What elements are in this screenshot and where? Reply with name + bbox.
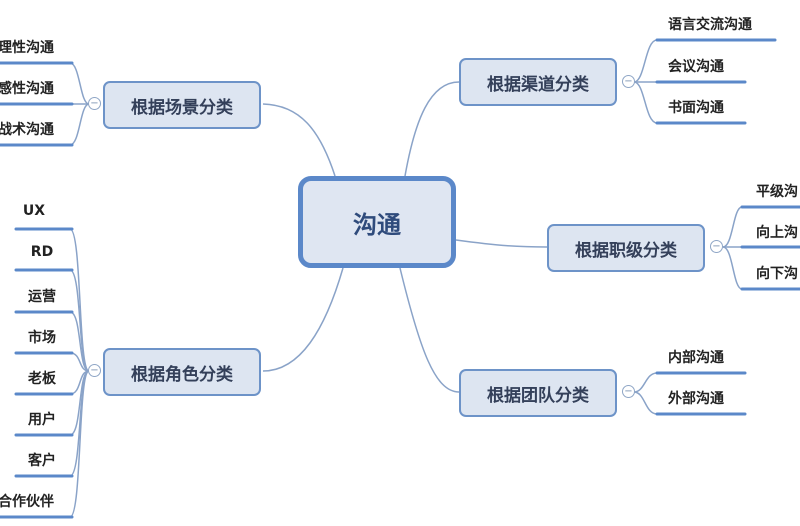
leaf-node[interactable]: 向上沟 (756, 225, 798, 241)
leaf-node[interactable]: 市场 (28, 330, 56, 346)
branch-channel[interactable]: 根据渠道分类 (459, 58, 617, 106)
collapse-toggle-rank[interactable]: − (710, 240, 723, 253)
leaf-node[interactable]: 合作伙伴 (0, 494, 54, 510)
leaf-node[interactable]: 语言交流沟通 (668, 17, 752, 33)
branch-role[interactable]: 根据角色分类 (103, 348, 261, 396)
leaf-node[interactable]: 会议沟通 (668, 59, 724, 75)
leaf-node[interactable]: 战术沟通 (0, 122, 54, 138)
collapse-toggle-channel[interactable]: − (622, 75, 635, 88)
leaf-node[interactable]: 客户 (28, 453, 56, 469)
collapse-toggle-team[interactable]: − (622, 385, 635, 398)
leaf-node[interactable]: 运营 (28, 289, 56, 305)
leaf-node[interactable]: 内部沟通 (668, 350, 724, 366)
leaf-node[interactable]: 老板 (28, 371, 56, 387)
central-topic[interactable]: 沟通 (298, 176, 456, 268)
branch-scene[interactable]: 根据场景分类 (103, 81, 261, 129)
leaf-node[interactable]: 感性沟通 (0, 81, 54, 97)
leaf-node[interactable]: 平级沟 (756, 184, 798, 200)
leaf-node[interactable]: RD (30, 244, 54, 260)
leaf-node[interactable]: 外部沟通 (668, 391, 724, 407)
leaf-node[interactable]: 理性沟通 (0, 40, 54, 56)
collapse-toggle-scene[interactable]: − (88, 97, 101, 110)
leaf-node[interactable]: 书面沟通 (668, 100, 724, 116)
leaf-node[interactable]: UX (22, 203, 46, 219)
branch-team[interactable]: 根据团队分类 (459, 369, 617, 417)
leaf-node[interactable]: 向下沟 (756, 266, 798, 282)
collapse-toggle-role[interactable]: − (88, 364, 101, 377)
leaf-node[interactable]: 用户 (28, 412, 56, 428)
branch-rank[interactable]: 根据职级分类 (547, 224, 705, 272)
